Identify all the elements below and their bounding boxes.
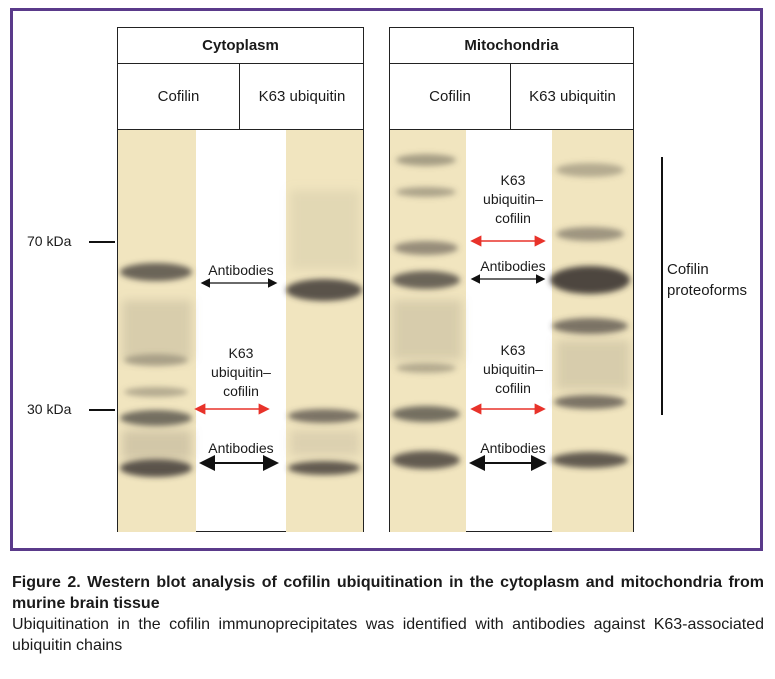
cytoplasm-lane-k63-label: K63 ubiquitin — [240, 64, 364, 130]
cytoplasm-blot: Cytoplasm Cofilin K63 ubiquitin — [117, 27, 364, 532]
mito-k63-label-lower: K63 ubiquitin– cofilin — [483, 342, 543, 396]
mitochondria-lane-k63-label: K63 ubiquitin — [511, 64, 634, 130]
mito-antibodies-lower: Antibodies — [480, 440, 546, 456]
cytoplasm-title: Cytoplasm — [118, 28, 363, 64]
marker-30kda-line — [89, 409, 115, 411]
marker-30kda: 30 kDa — [27, 401, 72, 417]
caption-text: Ubiquitination in the cofilin immunoprec… — [12, 616, 764, 654]
cyto-antibodies-lower: Antibodies — [208, 440, 274, 456]
caption-title: Figure 2. Western blot analysis of cofil… — [12, 574, 764, 612]
figure-caption: Figure 2. Western blot analysis of cofil… — [12, 572, 764, 656]
cytoplasm-lane-cofilin-label: Cofilin — [118, 64, 240, 130]
mitochondria-lane-cofilin-label: Cofilin — [390, 64, 511, 130]
proteoform-bracket — [661, 157, 663, 415]
marker-70kda: 70 kDa — [27, 233, 72, 249]
proteoform-label: Cofilin proteoforms — [667, 261, 748, 299]
marker-70kda-line — [89, 241, 115, 243]
cyto-k63-label: K63 ubiquitin– cofilin — [211, 345, 271, 399]
mitochondria-gel — [390, 130, 633, 532]
figure-frame: Cytoplasm Cofilin K63 ubiquitin — [10, 8, 763, 551]
cyto-antibodies-upper: Antibodies — [208, 262, 274, 278]
mitochondria-title: Mitochondria — [390, 28, 633, 64]
mito-antibodies-upper: Antibodies — [480, 258, 546, 274]
arrows-layer — [194, 235, 547, 471]
cytoplasm-gel — [118, 130, 363, 532]
mito-k63-label-upper: K63 ubiquitin– cofilin — [483, 172, 543, 226]
